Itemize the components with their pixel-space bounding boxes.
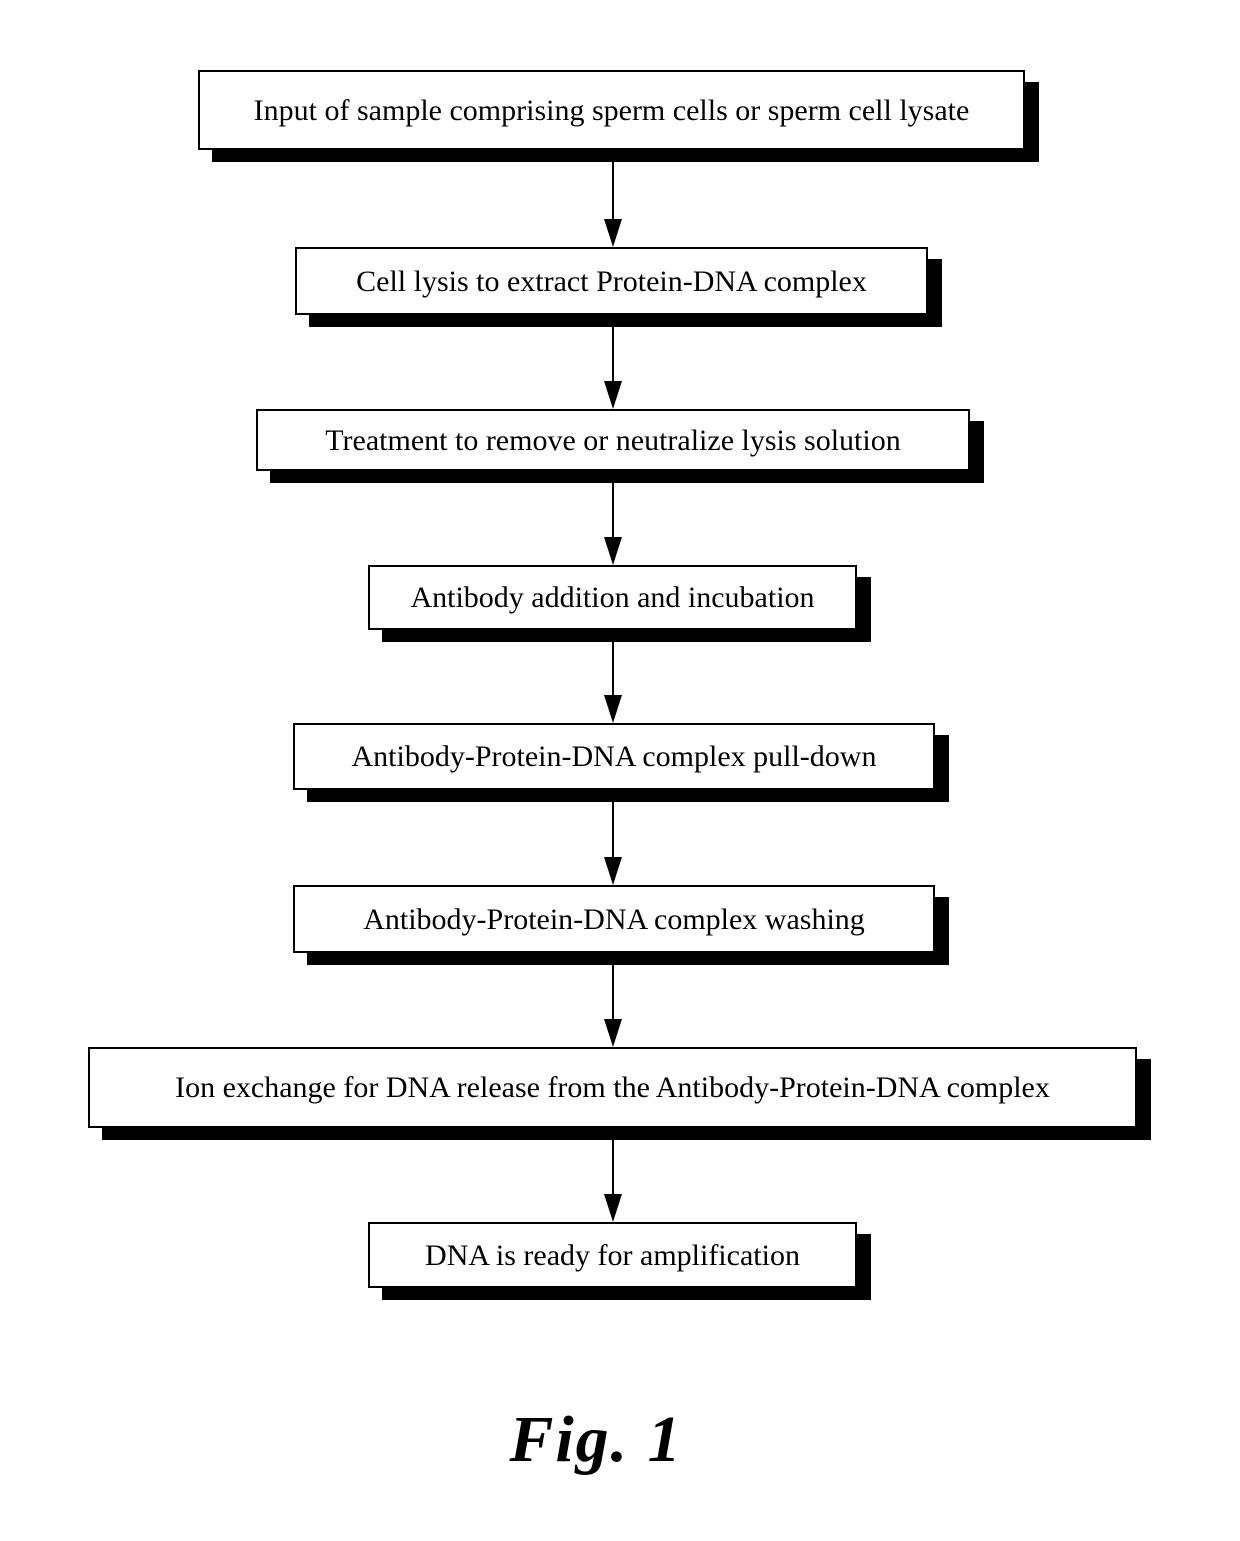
flow-arrow-1 [604,150,622,247]
flow-arrow-3 [604,471,622,565]
flow-step-label: Treatment to remove or neutralize lysis … [325,423,901,457]
arrow-line [611,1128,615,1196]
flow-step-ion-exchange: Ion exchange for DNA release from the An… [88,1047,1137,1128]
arrow-down-icon [604,381,622,409]
flow-step-label: DNA is ready for amplification [425,1238,800,1272]
flow-step-label: Antibody-Protein-DNA complex pull-down [351,740,877,773]
flow-arrow-7 [604,1128,622,1222]
flow-step-treatment: Treatment to remove or neutralize lysis … [256,409,970,471]
flow-arrow-2 [604,315,622,409]
arrow-line [611,630,615,697]
arrow-down-icon [604,537,622,565]
flow-step-label: Antibody-Protein-DNA complex washing [363,902,865,936]
arrow-down-icon [604,695,622,723]
flow-step-dna-ready: DNA is ready for amplification [368,1222,857,1288]
arrow-line [611,150,615,221]
arrow-down-icon [604,1019,622,1047]
flow-step-label: Input of sample comprising sperm cells o… [253,93,970,127]
flow-arrow-6 [604,953,622,1047]
arrow-line [611,315,615,383]
arrow-down-icon [604,219,622,247]
arrow-down-icon [604,857,622,885]
flow-step-label: Ion exchange for DNA release from the An… [175,1071,1050,1104]
arrow-down-icon [604,1194,622,1222]
flow-step-label: Antibody addition and incubation [410,581,815,614]
flow-arrow-5 [604,790,622,885]
flow-step-complex-pulldown: Antibody-Protein-DNA complex pull-down [293,723,935,790]
flow-step-label: Cell lysis to extract Protein-DNA comple… [356,264,867,298]
arrow-line [611,953,615,1021]
figure-caption: Fig. 1 [509,1403,683,1476]
arrow-line [611,471,615,539]
flow-step-cell-lysis: Cell lysis to extract Protein-DNA comple… [295,247,928,315]
flow-step-complex-washing: Antibody-Protein-DNA complex washing [293,885,935,953]
flow-step-antibody-addition: Antibody addition and incubation [368,565,857,630]
arrow-line [611,790,615,859]
flow-arrow-4 [604,630,622,723]
flow-step-input-sample: Input of sample comprising sperm cells o… [198,70,1025,150]
